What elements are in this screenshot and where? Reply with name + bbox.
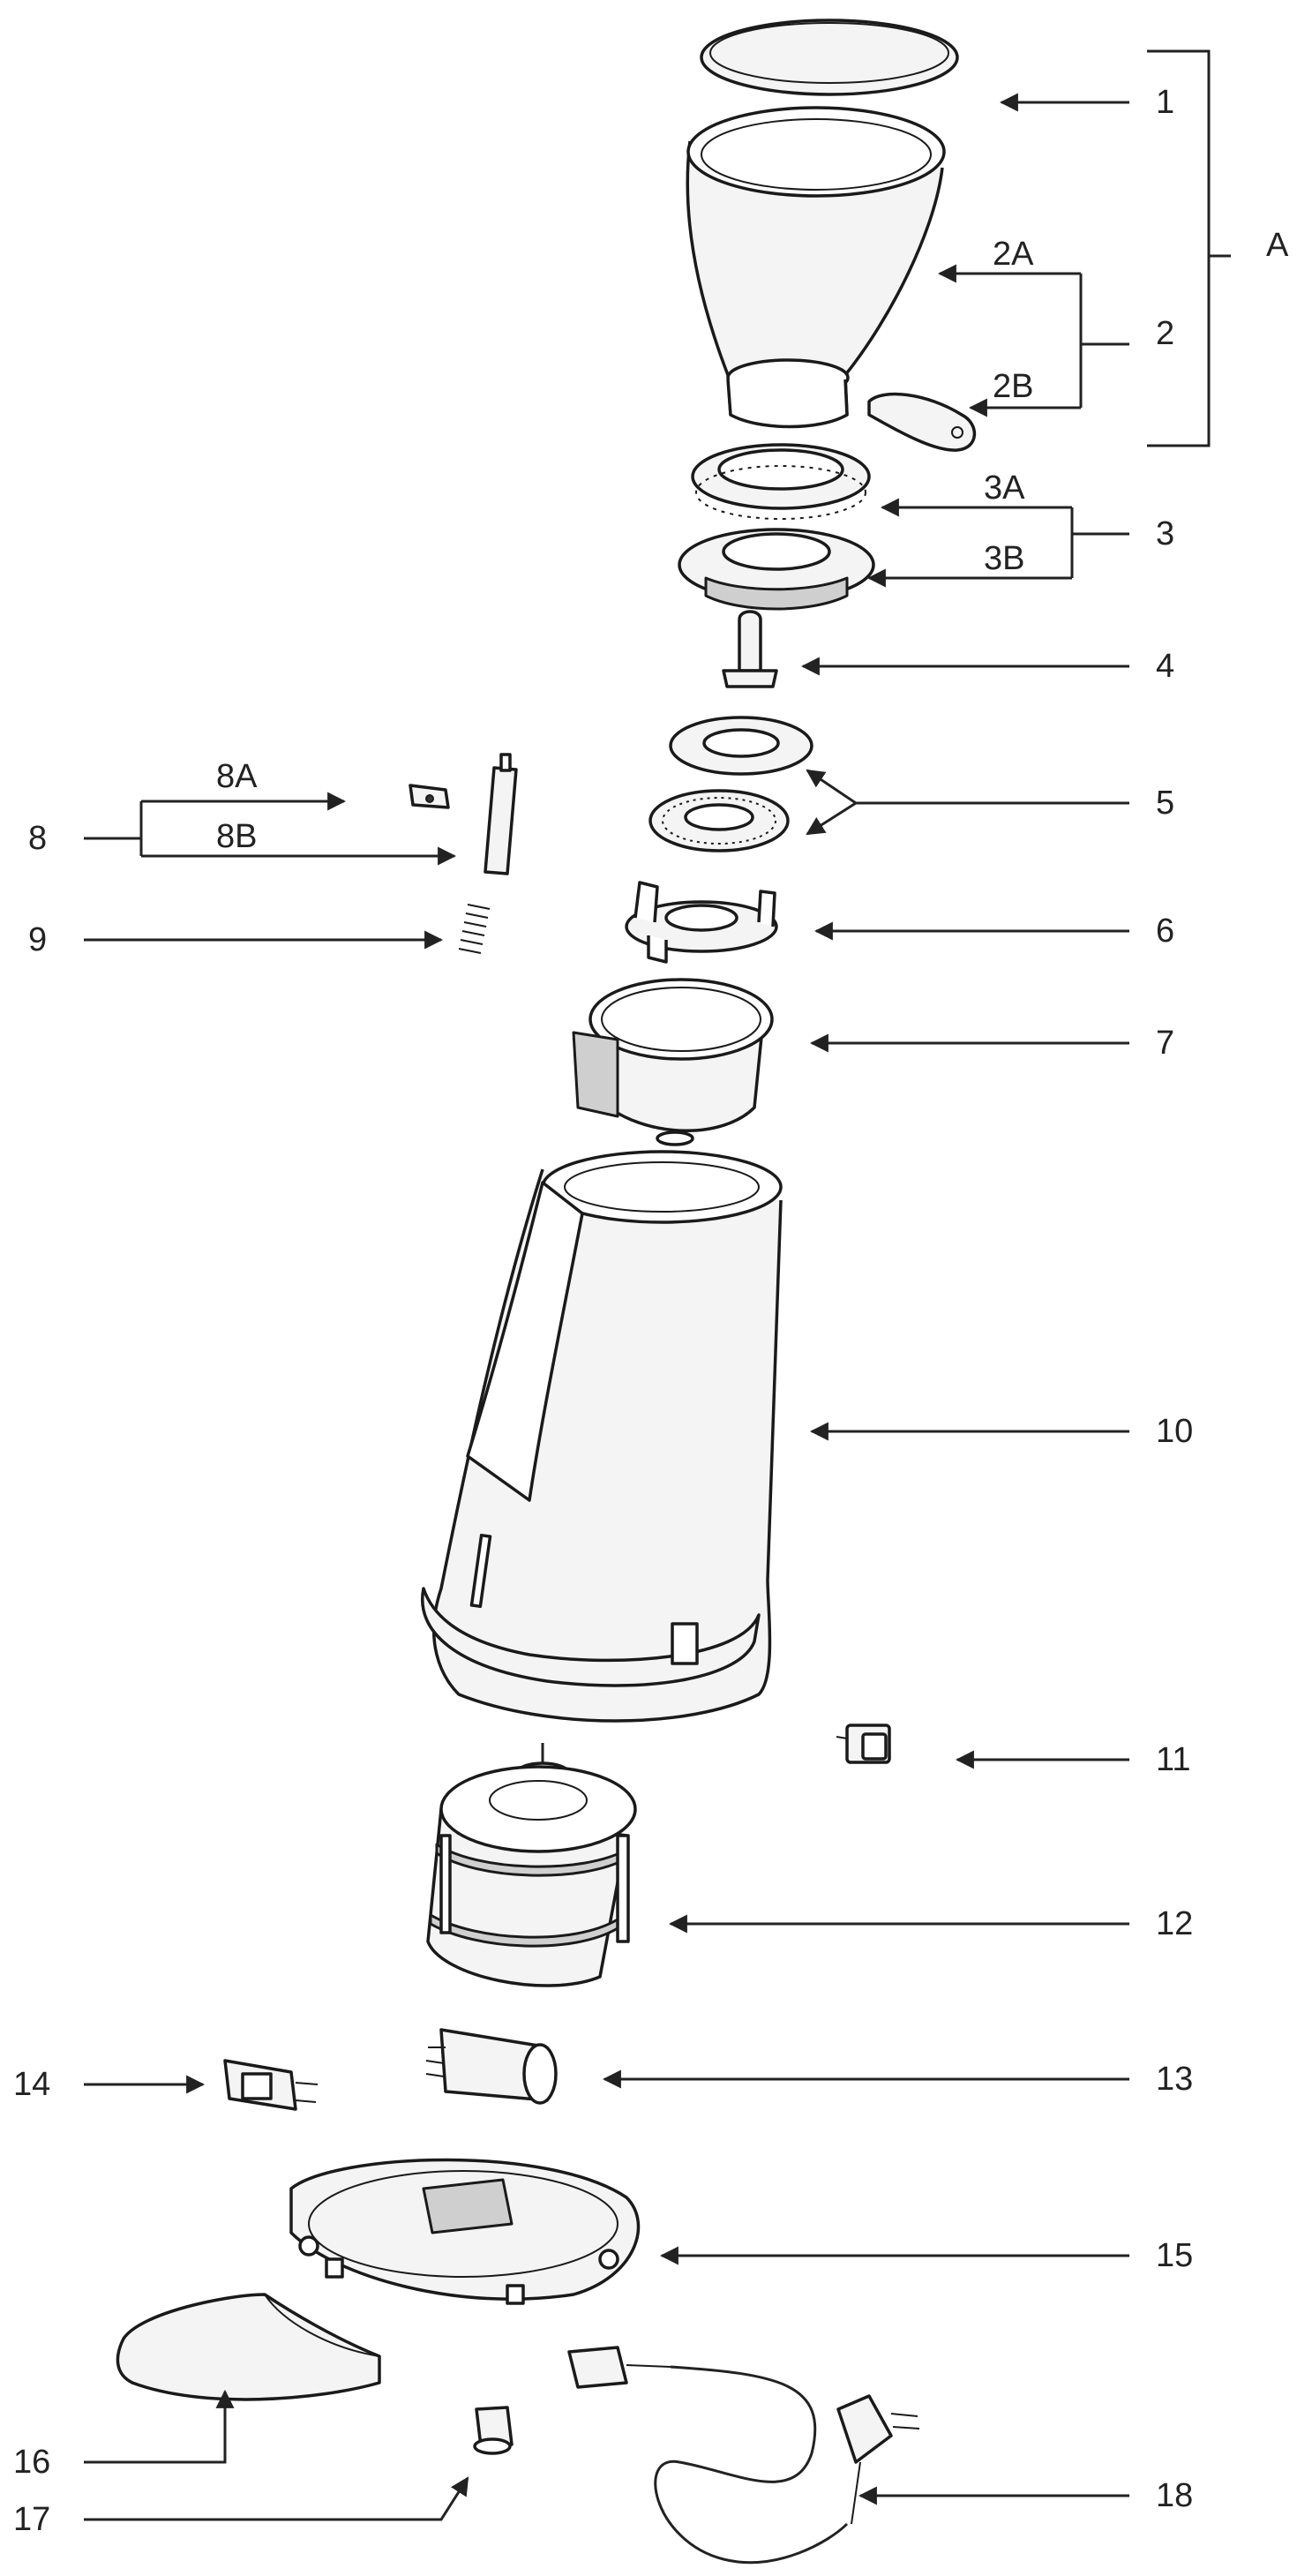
part-12-motor <box>426 1743 637 1987</box>
part-17-foot <box>473 2406 514 2455</box>
part-7-grinding-chamber <box>572 978 774 1146</box>
part-10-housing <box>421 1150 783 1723</box>
part-5-burr-set <box>648 716 813 852</box>
label-3A: 3A <box>984 469 1025 507</box>
label-5: 5 <box>1156 785 1174 822</box>
part-3B-burr-carrier <box>678 528 875 611</box>
leader-17 <box>84 2476 469 2521</box>
label-7: 7 <box>1156 1025 1174 1062</box>
label-15: 15 <box>1156 2237 1193 2274</box>
label-6: 6 <box>1156 912 1174 950</box>
part-6-lower-carrier <box>625 881 778 964</box>
label-11: 11 <box>1156 1741 1190 1778</box>
part-15-base-plate <box>289 2158 641 2305</box>
label-3: 3 <box>1156 515 1174 552</box>
part-2B-hopper-shutter <box>867 392 977 452</box>
bracket-A <box>1147 49 1231 447</box>
label-2A: 2A <box>993 236 1034 273</box>
label-10: 10 <box>1156 1413 1193 1450</box>
label-18: 18 <box>1156 2477 1193 2514</box>
label-8A: 8A <box>216 758 258 795</box>
part-13-capacitor <box>425 2028 558 2105</box>
part-14-connector <box>223 2059 319 2111</box>
part-16-tray <box>116 2293 381 2401</box>
label-8: 8 <box>28 820 47 857</box>
part-1-hopper-lid <box>700 19 959 96</box>
leader-8 <box>84 792 457 866</box>
label-2B: 2B <box>993 368 1033 405</box>
part-4-burr-bolt <box>722 610 778 688</box>
label-2: 2 <box>1156 315 1174 352</box>
label-3B: 3B <box>984 540 1024 577</box>
leader-5 <box>806 769 1129 836</box>
leader-2 <box>937 264 1129 417</box>
part-11-switch <box>836 1724 891 1764</box>
label-1: 1 <box>1156 84 1174 121</box>
label-9: 9 <box>28 921 47 958</box>
leader-16 <box>84 2389 235 2464</box>
label-17: 17 <box>13 2501 50 2538</box>
part-3A-adjustment-ring <box>691 443 871 520</box>
label-13: 13 <box>1156 2061 1193 2098</box>
label-4: 4 <box>1156 648 1174 685</box>
label-16: 16 <box>13 2444 50 2481</box>
part-9-spring <box>458 904 491 954</box>
label-A: A <box>1266 227 1289 264</box>
part-8B-rod <box>484 753 518 875</box>
label-12: 12 <box>1156 1905 1193 1942</box>
part-18-power-cord <box>567 2346 920 2565</box>
leader-3 <box>866 498 1129 588</box>
part-8A-pin <box>409 784 450 809</box>
label-14: 14 <box>13 2066 50 2103</box>
part-2-bean-hopper <box>686 106 946 429</box>
label-8B: 8B <box>216 818 257 855</box>
